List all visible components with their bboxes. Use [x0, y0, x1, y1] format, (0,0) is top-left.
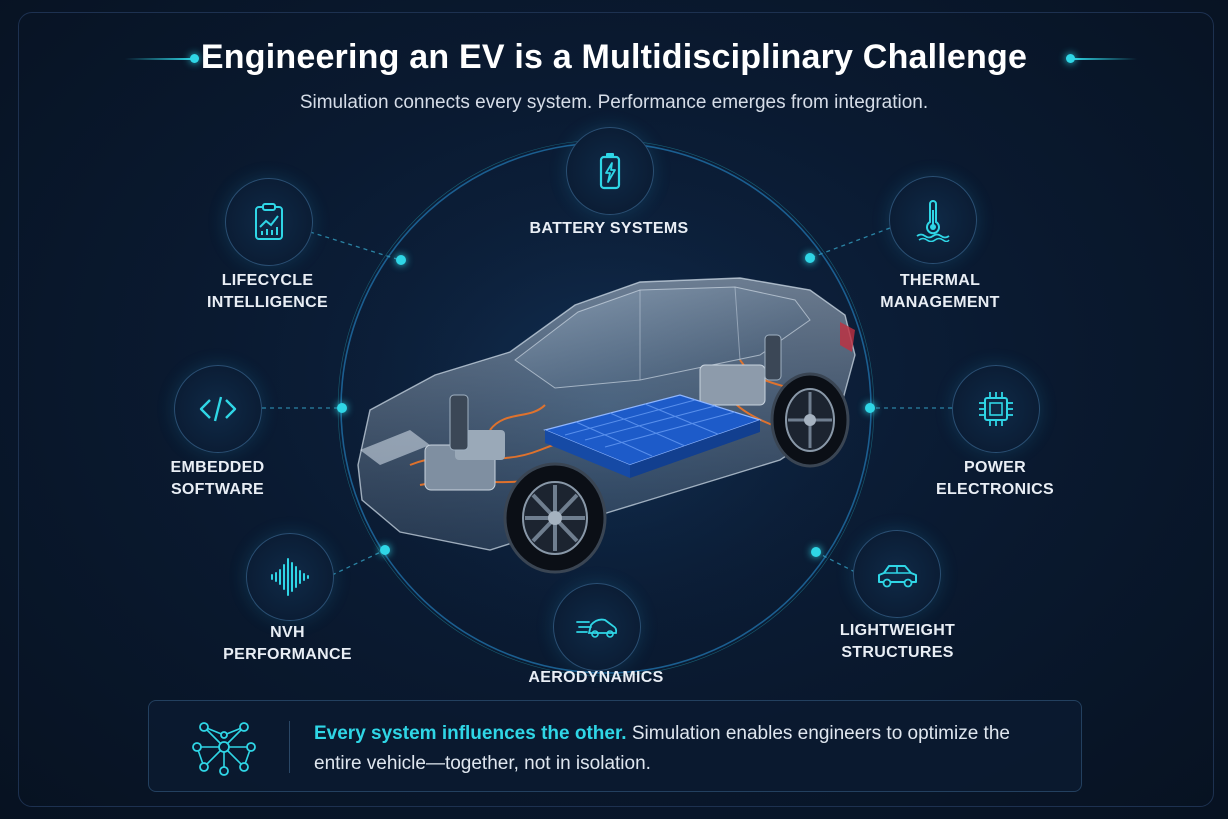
- frame: [18, 12, 1214, 807]
- structures-node: [853, 530, 941, 618]
- aero-label: AERODYNAMICS: [528, 669, 664, 686]
- structures-label: LIGHTWEIGHT STRUCTURES: [810, 620, 985, 664]
- lifecycle-node: [225, 178, 313, 266]
- car-airflow-icon: [576, 618, 618, 638]
- structures-label-line2: STRUCTURES: [841, 644, 954, 661]
- footer-text: Every system influences the other. Simul…: [314, 719, 1054, 779]
- footer-divider: [289, 721, 290, 773]
- nvh-label-line1: NVH: [270, 624, 305, 641]
- battery-label: BATTERY SYSTEMS: [529, 220, 689, 237]
- footer-callout: Every system influences the other. Simul…: [148, 700, 1082, 792]
- lifecycle-label-line1: LIFECYCLE: [221, 272, 314, 289]
- page-title: Engineering an EV is a Multidisciplinary…: [200, 38, 1028, 76]
- connector-dot-software: [337, 403, 347, 413]
- thermal-label: THERMAL MANAGEMENT: [850, 270, 1030, 314]
- clipboard-chart-icon: [255, 203, 283, 240]
- connector-dot-thermal: [805, 253, 815, 263]
- car-outline-icon: [878, 565, 917, 588]
- network-icon: [192, 722, 256, 776]
- software-node: [174, 365, 262, 453]
- chip-icon: [979, 392, 1013, 426]
- battery-node: [566, 127, 654, 215]
- software-label: EMBEDDED SOFTWARE: [135, 457, 300, 501]
- lifecycle-label: LIFECYCLE INTELLIGENCE: [180, 270, 355, 314]
- connector-dot-nvh: [380, 545, 390, 555]
- software-label-line1: EMBEDDED: [170, 459, 265, 476]
- code-icon: [199, 396, 237, 422]
- sound-wave-icon: [271, 558, 309, 596]
- battery-icon: [599, 153, 621, 190]
- power-label: POWER ELECTRONICS: [910, 457, 1080, 501]
- structures-label-line1: LIGHTWEIGHT: [839, 622, 956, 639]
- title-dot-right: [1066, 54, 1075, 63]
- footer-body: Simulation enables engineers to optimize…: [314, 723, 1010, 774]
- title-line-right: [1072, 58, 1137, 60]
- power-label-line2: ELECTRONICS: [936, 481, 1054, 498]
- nvh-node: [246, 533, 334, 621]
- thermal-label-line1: THERMAL: [899, 272, 981, 289]
- connector-dot-power: [865, 403, 875, 413]
- software-label-line2: SOFTWARE: [170, 481, 265, 498]
- connector-dot-structures: [811, 547, 821, 557]
- nvh-label-line2: PERFORMANCE: [223, 646, 352, 663]
- thermal-node: [889, 176, 977, 264]
- power-label-line1: POWER: [964, 459, 1026, 476]
- page-subtitle: Simulation connects every system. Perfor…: [299, 92, 929, 113]
- footer-highlight: Every system influences the other.: [314, 723, 627, 744]
- aero-node: [553, 583, 641, 671]
- thermometer-icon: [916, 200, 950, 242]
- connector-dot-lifecycle: [396, 255, 406, 265]
- ev-car-illustration: [357, 277, 856, 574]
- power-node: [952, 365, 1040, 453]
- title-dot-left: [190, 54, 199, 63]
- lifecycle-label-line2: INTELLIGENCE: [207, 294, 328, 311]
- title-line-left: [125, 58, 195, 60]
- thermal-label-line2: MANAGEMENT: [880, 294, 1000, 311]
- nvh-label: NVH PERFORMANCE: [200, 622, 375, 666]
